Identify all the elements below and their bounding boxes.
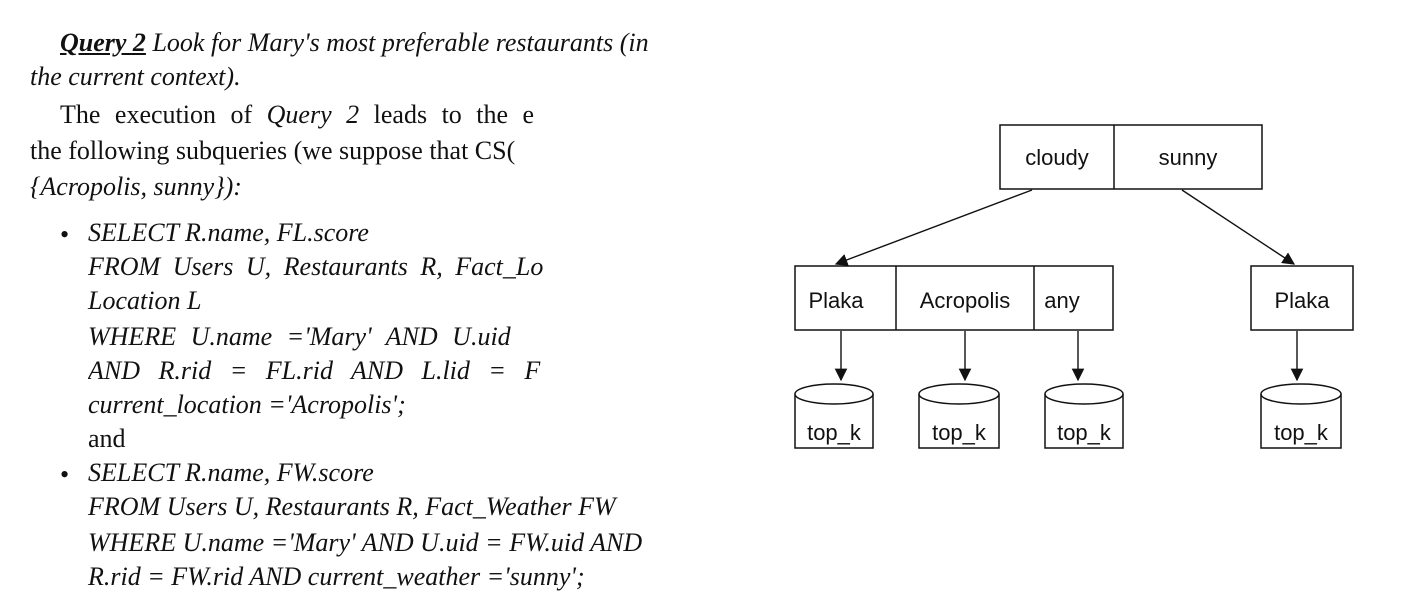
subquery2-from: FROM Users U, Restaurants R, Fact_Weathe… [88, 492, 616, 521]
root-cell-cloudy: cloudy [1025, 145, 1089, 170]
bullet-2: • [60, 460, 70, 489]
subquery1-from: FROM Users U, Restaurants R, Fact_Lo [88, 252, 544, 281]
query-description-cont: the current context). [30, 62, 241, 91]
query-label: Query 2 [60, 28, 146, 57]
paragraph-line-1: The execution of Query 2 leads to the e [60, 100, 535, 129]
context-tree-diagram: cloudy sunny Plaka Acropolis any Plaka t… [794, 124, 1354, 449]
left-child-node: Plaka Acropolis any [794, 265, 1114, 331]
subquery1-select: SELECT R.name, FL.score [88, 218, 369, 247]
left-cell-acropolis: Acropolis [920, 288, 1010, 313]
subquery1-current-location: current_location ='Acropolis'; [88, 390, 406, 419]
svg-text:top_k: top_k [1274, 420, 1329, 445]
subquery1-and: AND R.rid = FL.rid AND L.lid = F [88, 356, 541, 385]
svg-text:top_k: top_k [1057, 420, 1112, 445]
left-cell-any: any [1044, 288, 1079, 313]
paragraph-line-3: {Acropolis, sunny}): [30, 172, 242, 201]
subquery1-where: WHERE U.name ='Mary' AND U.uid [88, 322, 511, 351]
leaf-topk-3: top_k [1044, 383, 1124, 449]
svg-text:top_k: top_k [807, 420, 862, 445]
right-cell-plaka: Plaka [1274, 288, 1330, 313]
paragraph-line-2: the following subqueries (we suppose tha… [30, 136, 516, 165]
leaf-topk-4: top_k [1260, 383, 1342, 449]
leaf-topk-1: top_k [794, 383, 874, 449]
bullet-1: • [60, 220, 70, 249]
svg-text:top_k: top_k [932, 420, 987, 445]
leaf-topk-2: top_k [918, 383, 1000, 449]
edge-cloudy-left [834, 189, 1033, 266]
subquery2-condition: R.rid = FW.rid AND current_weather ='sun… [88, 562, 585, 591]
query-heading: Query 2 Look for Mary's most preferable … [60, 28, 649, 58]
query-description: Look for Mary's most preferable restaura… [145, 28, 649, 57]
edge-sunny-right [1181, 189, 1296, 265]
right-child-node: Plaka [1250, 265, 1354, 331]
subquery-connector: and [88, 424, 126, 453]
subquery2-select: SELECT R.name, FW.score [88, 458, 374, 487]
subquery1-location: Location L [88, 286, 202, 315]
subquery2-where: WHERE U.name ='Mary' AND U.uid = FW.uid … [88, 528, 643, 557]
root-node: cloudy sunny [999, 124, 1263, 190]
root-cell-sunny: sunny [1159, 145, 1218, 170]
left-cell-plaka: Plaka [808, 288, 864, 313]
